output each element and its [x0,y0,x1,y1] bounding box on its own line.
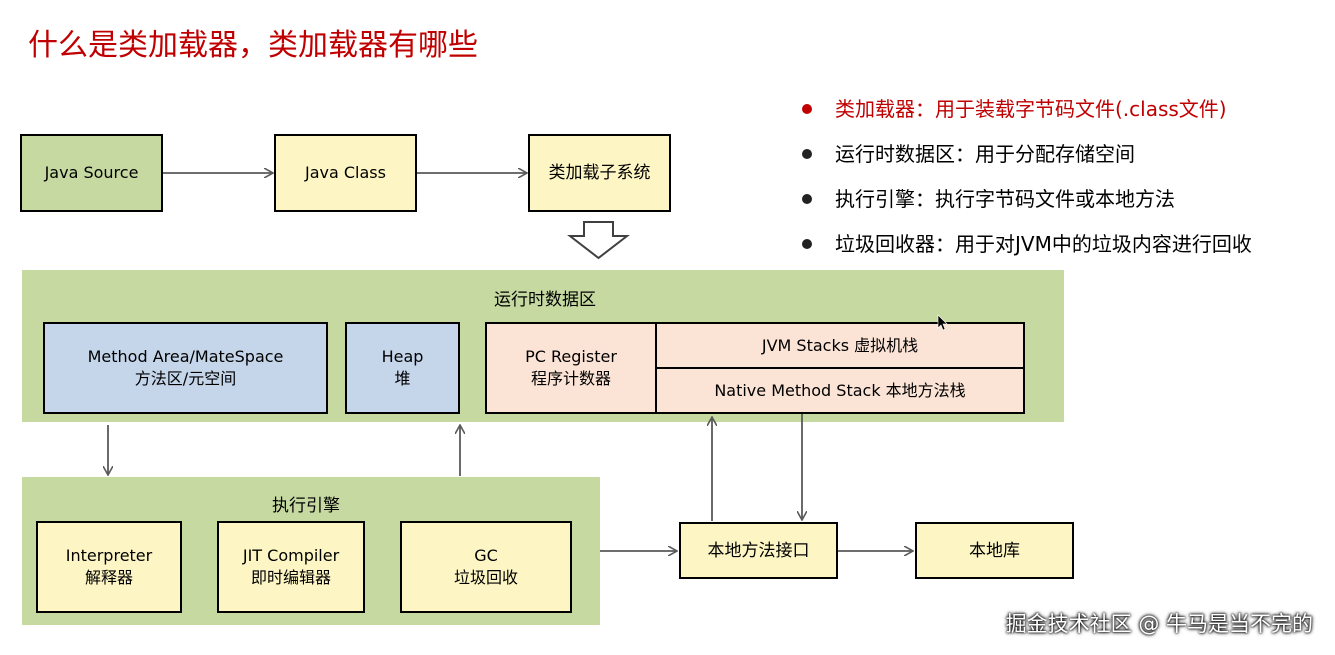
gc-box: GC 垃圾回收 [400,521,572,613]
java-class-box: Java Class [274,134,417,212]
heap-label-cn: 堆 [394,369,411,388]
bullet-text: 垃圾回收器：用于对JVM中的垃圾内容进行回收 [835,232,1252,256]
down-hollow-arrow-icon [567,221,630,260]
bullet-text: 类加载器：用于装载字节码文件(.class文件) [835,97,1227,121]
jvm-stacks-box: JVM Stacks 虚拟机栈 [655,322,1025,369]
jit-compiler-label-cn: 即时编辑器 [250,568,331,587]
method-area-box: Method Area/MateSpace 方法区/元空间 [43,322,328,414]
bullet-text: 运行时数据区：用于分配存储空间 [835,142,1135,166]
bullet-dot-icon [802,239,812,249]
method-area-label-cn: 方法区/元空间 [134,369,237,388]
gc-label-cn: 垃圾回收 [453,568,518,587]
native-method-stack-label: Native Method Stack 本地方法栈 [714,380,966,400]
heap-box: Heap 堆 [345,322,460,414]
jit-compiler-box: JIT Compiler 即时编辑器 [217,521,365,613]
interpreter-label-cn: 解释器 [84,568,133,587]
pc-register-label-cn: 程序计数器 [530,369,611,388]
jvm-stacks-label: JVM Stacks 虚拟机栈 [761,335,919,355]
runtime-data-area-title: 运行时数据区 [494,290,596,310]
java-class-label: Java Class [305,163,386,182]
watermark: 掘金技术社区 @ 牛马是当不完的 [1005,612,1313,636]
gc-label-en: GC [474,546,498,565]
bullet-dot-icon [802,149,812,159]
java-source-label: Java Source [44,163,139,182]
native-method-stack-box: Native Method Stack 本地方法栈 [655,367,1025,414]
native-method-interface-label: 本地方法接口 [707,540,810,561]
bullet-item-garbage-collector: 垃圾回收器：用于对JVM中的垃圾内容进行回收 [800,228,1252,273]
bullet-dot-icon [802,194,812,204]
page-title: 什么是类加载器，类加载器有哪些 [28,28,478,63]
java-source-box: Java Source [20,134,163,212]
heap-label-en: Heap [381,347,424,366]
bullet-text: 执行引擎：执行字节码文件或本地方法 [835,187,1175,211]
bullet-item-runtime-area: 运行时数据区：用于分配存储空间 [800,138,1252,183]
bullet-item-execution-engine: 执行引擎：执行字节码文件或本地方法 [800,183,1252,228]
interpreter-box: Interpreter 解释器 [36,521,182,613]
bullet-list: 类加载器：用于装载字节码文件(.class文件) 运行时数据区：用于分配存储空间… [800,93,1252,273]
bullet-item-class-loader: 类加载器：用于装载字节码文件(.class文件) [800,93,1252,138]
native-method-interface-box: 本地方法接口 [679,522,838,579]
execution-engine-title: 执行引擎 [272,496,340,516]
method-area-label-en: Method Area/MateSpace [87,347,284,366]
pc-register-label-en: PC Register [525,347,617,366]
pc-register-box: PC Register 程序计数器 [485,322,657,414]
native-library-label: 本地库 [969,540,1020,561]
bullet-dot-icon [802,104,812,114]
interpreter-label-en: Interpreter [65,546,153,565]
class-loader-subsystem-label: 类加载子系统 [548,163,651,183]
class-loader-subsystem-box: 类加载子系统 [528,134,671,212]
jit-compiler-label-en: JIT Compiler [242,546,340,565]
native-library-box: 本地库 [915,522,1074,579]
